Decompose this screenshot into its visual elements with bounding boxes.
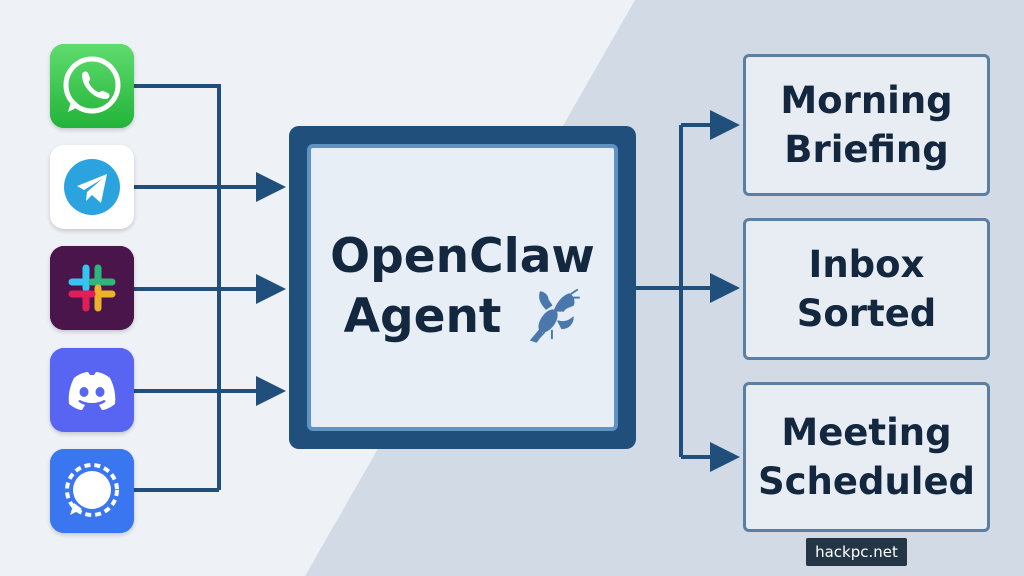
output-inbox-line1: Inbox [808, 243, 925, 286]
agent-title-line1: OpenClaw [330, 228, 595, 284]
output-briefing-line1: Morning [780, 79, 953, 122]
output-inbox-sorted: Inbox Sorted [743, 218, 990, 360]
telegram-icon [50, 145, 134, 229]
agent-label: OpenClaw Agent [330, 228, 595, 348]
discord-icon [50, 348, 134, 432]
lobster-icon [530, 288, 581, 343]
agent-title-line2: Agent [343, 288, 502, 344]
output-meeting-line1: Meeting [781, 411, 952, 454]
output-briefing-line2: Briefing [784, 128, 949, 171]
output-morning-briefing: Morning Briefing [743, 54, 990, 196]
whatsapp-icon [50, 44, 134, 128]
slack-icon [50, 246, 134, 330]
watermark: hackpc.net [806, 538, 907, 566]
agent-inner-box: OpenClaw Agent [307, 144, 618, 431]
output-meeting-line2: Scheduled [757, 460, 976, 503]
agent-box: OpenClaw Agent [289, 126, 636, 449]
signal-icon [50, 449, 134, 533]
output-meeting-scheduled: Meeting Scheduled [743, 382, 990, 532]
output-inbox-line2: Sorted [796, 292, 937, 335]
